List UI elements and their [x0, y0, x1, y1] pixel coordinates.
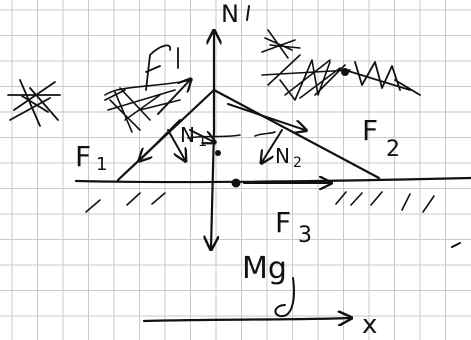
- label-N2: N 2: [275, 144, 302, 171]
- vertical-force-line: [211, 32, 241, 248]
- svg-text:1: 1: [198, 134, 207, 150]
- N1-arrow: [167, 129, 185, 160]
- svg-text:N: N: [221, 0, 239, 28]
- svg-text:Mg: Mg: [242, 251, 287, 286]
- scribble-top-left: [104, 44, 193, 133]
- svg-text:F: F: [362, 114, 378, 147]
- ground-hatching: [85, 191, 435, 213]
- x-axis: [142, 318, 350, 321]
- label-F3: F 3: [275, 206, 312, 248]
- label-x: x: [362, 310, 377, 340]
- label-N-top: N: [221, 0, 250, 28]
- scribble-top-right: [261, 29, 421, 101]
- force-F1-arrows: [140, 80, 214, 160]
- label-F1-left: F 1: [75, 140, 107, 175]
- center-of-mass-dot: [231, 178, 241, 188]
- gravity-arrow: [211, 128, 214, 248]
- center-dot-upper: [215, 150, 221, 156]
- F2-arrow: [227, 103, 305, 130]
- svg-text:2: 2: [293, 155, 302, 171]
- ground-surface: [74, 176, 471, 213]
- scribble-left: [7, 79, 61, 127]
- svg-text:3: 3: [298, 223, 312, 248]
- svg-text:N: N: [180, 123, 195, 147]
- label-N1: N 1: [180, 123, 207, 150]
- svg-text:1: 1: [96, 154, 107, 175]
- label-Mg: Mg: [242, 251, 295, 318]
- wedge-triangle: [116, 88, 381, 182]
- N2-arrow: [262, 129, 283, 162]
- svg-text:x: x: [362, 310, 377, 340]
- svg-text:F: F: [275, 206, 291, 239]
- svg-text:F: F: [75, 140, 91, 173]
- svg-text:2: 2: [386, 137, 400, 162]
- label-F2: F 2: [362, 114, 400, 162]
- stray-mark: [451, 242, 461, 248]
- svg-text:N: N: [275, 144, 290, 168]
